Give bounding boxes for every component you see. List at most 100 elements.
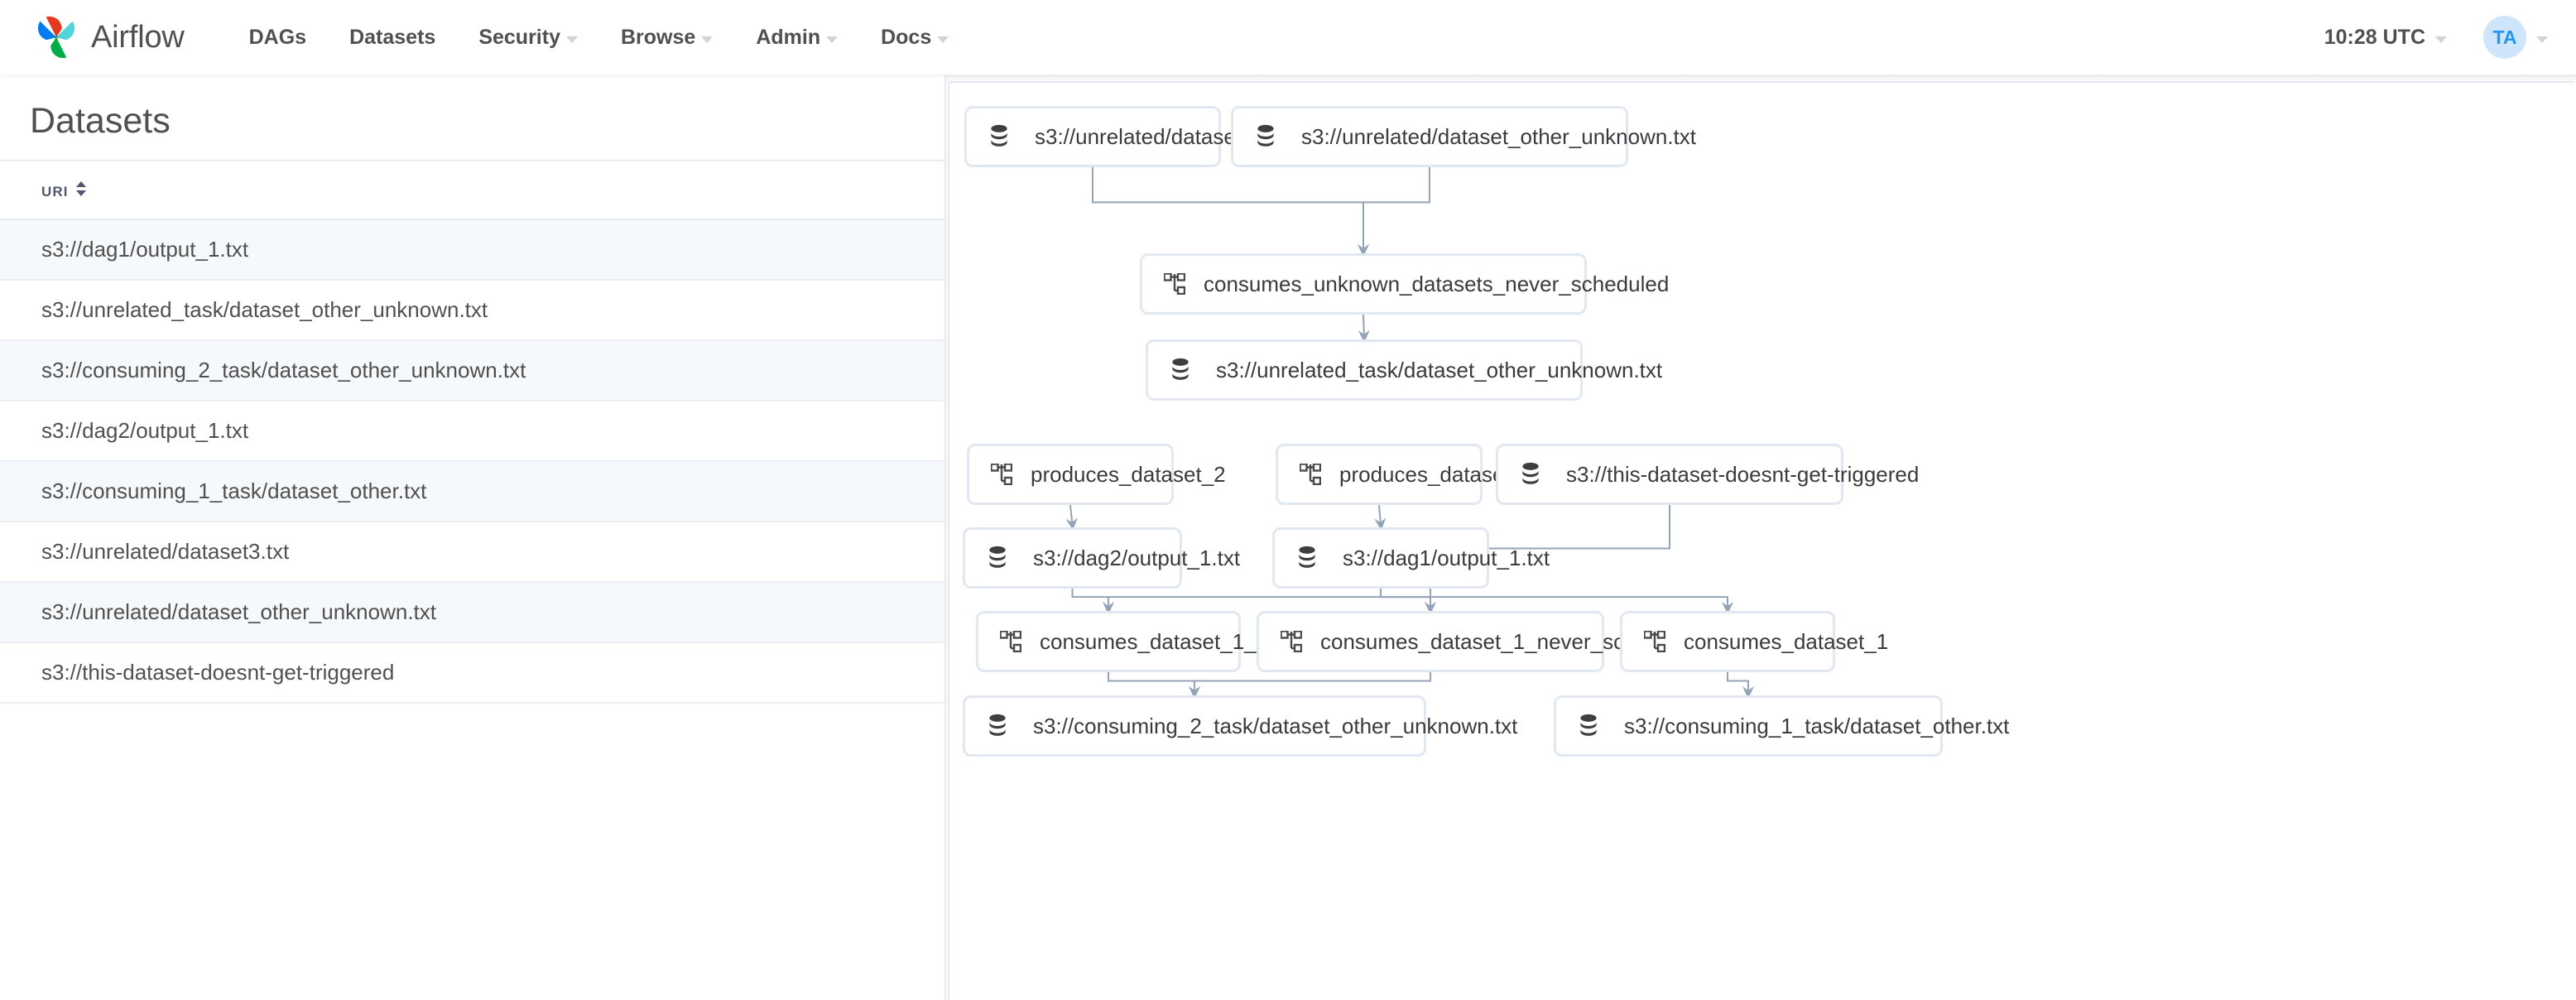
nav-links: DAGs Datasets Security Browse Admin Docs xyxy=(228,26,971,50)
brand-logo-link[interactable]: Airflow xyxy=(33,14,185,60)
dag-node[interactable]: produces_dataset_1 xyxy=(1276,444,1535,505)
chevron-down-icon xyxy=(937,36,949,43)
nav-item-docs[interactable]: Docs xyxy=(859,26,970,50)
chevron-down-icon xyxy=(701,36,714,43)
nav-item-datasets[interactable]: Datasets xyxy=(328,26,457,50)
node-label: s3://consuming_1_task/dataset_other.txt xyxy=(1624,713,2010,738)
nav-item-admin-label: Admin xyxy=(756,25,821,49)
dag-node[interactable]: consumes_dataset_1_never_scheduled xyxy=(1257,611,1701,672)
node-label: s3://dag2/output_1.txt xyxy=(1033,545,1241,570)
graph-edge xyxy=(1358,167,1430,257)
dataset-icon xyxy=(989,546,1006,568)
dag-icon xyxy=(1644,631,1665,652)
graph-edge xyxy=(1374,504,1387,531)
node-label: consumes_unknown_datasets_never_schedule… xyxy=(1204,271,1670,296)
nav-item-datasets-label: Datasets xyxy=(349,25,436,49)
dataset-node[interactable]: s3://unrelated_task/dataset_other_unknow… xyxy=(1146,339,1662,401)
avatar: TA xyxy=(2483,16,2526,59)
nav-item-browse-label: Browse xyxy=(621,25,696,49)
table-row[interactable]: s3://this-dataset-doesnt-get-triggered xyxy=(0,642,944,704)
graph-edge xyxy=(1727,672,1754,699)
node-label: produces_dataset_2 xyxy=(1031,461,1226,487)
nav-item-security[interactable]: Security xyxy=(457,26,599,50)
nav-item-browse[interactable]: Browse xyxy=(599,26,734,50)
dag-node[interactable]: produces_dataset_2 xyxy=(967,444,1226,505)
dag-icon xyxy=(1281,631,1302,652)
table-row[interactable]: s3://unrelated/dataset_other_unknown.txt xyxy=(0,582,944,643)
dataset-node[interactable]: s3://dag2/output_1.txt xyxy=(963,527,1240,589)
dag-icon xyxy=(991,464,1012,485)
graph-edge xyxy=(1103,589,1382,614)
nav-item-dags-label: DAGs xyxy=(248,25,307,49)
dataset-uri-cell[interactable]: s3://consuming_1_task/dataset_other.txt xyxy=(0,461,944,522)
dataset-node[interactable]: s3://unrelated/dataset_other_unknown.txt xyxy=(1231,106,1696,167)
dataset-node[interactable]: s3://consuming_1_task/dataset_other.txt xyxy=(1554,695,2009,757)
graph-edge xyxy=(1380,589,1436,614)
dataset-icon xyxy=(1299,546,1315,568)
graph-edge xyxy=(1092,167,1369,257)
node-label: s3://unrelated/dataset_other_unknown.txt xyxy=(1301,123,1696,149)
node-label: s3://dag1/output_1.txt xyxy=(1343,545,1550,570)
nav-item-dags[interactable]: DAGs xyxy=(228,26,328,50)
user-menu[interactable]: TA xyxy=(2483,16,2548,59)
graph-edge xyxy=(1189,672,1431,699)
dataset-node[interactable]: s3://dag1/output_1.txt xyxy=(1272,527,1550,589)
table-row[interactable]: s3://unrelated_task/dataset_other_unknow… xyxy=(0,280,944,341)
dag-node[interactable]: consumes_dataset_1 xyxy=(1620,611,1888,672)
graph-edge xyxy=(1358,314,1370,343)
column-header-uri-label: URI xyxy=(41,184,69,200)
dataset-uri-cell[interactable]: s3://dag1/output_1.txt xyxy=(0,219,944,281)
sort-icon[interactable] xyxy=(75,180,87,197)
dataset-graph-pane[interactable]: s3://unrelated/dataset3.txt s3://unrelate… xyxy=(948,81,2574,1000)
navbar-right: 10:28 UTC TA xyxy=(2324,16,2548,59)
dataset-uri-cell[interactable]: s3://unrelated/dataset3.txt xyxy=(0,522,944,583)
nav-item-security-label: Security xyxy=(478,25,560,49)
table-row[interactable]: s3://unrelated/dataset3.txt xyxy=(0,522,944,583)
dataset-node[interactable]: s3://unrelated/dataset3.txt xyxy=(964,106,1282,167)
column-header-uri[interactable]: URI xyxy=(0,160,944,220)
dataset-node[interactable]: s3://consuming_2_task/dataset_other_unkn… xyxy=(963,695,1517,757)
airflow-pinwheel-icon xyxy=(38,16,74,59)
dag-node[interactable]: consumes_dataset_1_and_2 xyxy=(976,611,1316,672)
graph-edge xyxy=(1380,589,1733,614)
timezone-selector[interactable]: 10:28 UTC xyxy=(2324,26,2447,50)
dag-node[interactable]: consumes_unknown_datasets_never_schedule… xyxy=(1140,253,1669,315)
node-label: s3://unrelated_task/dataset_other_unknow… xyxy=(1216,357,1663,382)
page-title: Datasets xyxy=(30,101,171,141)
dataset-uri-cell[interactable]: s3://unrelated/dataset_other_unknown.txt xyxy=(0,582,944,643)
table-row[interactable]: s3://consuming_1_task/dataset_other.txt xyxy=(0,461,944,522)
dataset-uri-cell[interactable]: s3://this-dataset-doesnt-get-triggered xyxy=(0,642,944,704)
dataset-icon xyxy=(1522,462,1539,484)
chevron-down-icon xyxy=(2435,36,2447,43)
chevron-down-icon xyxy=(2536,36,2548,43)
dataset-uri-cell[interactable]: s3://consuming_2_task/dataset_other_unkn… xyxy=(0,340,944,401)
graph-canvas[interactable]: s3://unrelated/dataset3.txt s3://unrelate… xyxy=(949,83,2574,1000)
dataset-icon xyxy=(989,714,1006,736)
graph-edges xyxy=(1065,167,1754,699)
graph-edge xyxy=(1065,504,1078,531)
graph-edge xyxy=(1071,589,1114,614)
nav-item-admin[interactable]: Admin xyxy=(734,26,859,50)
chevron-down-icon xyxy=(826,36,839,43)
top-navbar: Airflow DAGs Datasets Security Browse Ad… xyxy=(0,0,2576,75)
dataset-icon xyxy=(991,124,1007,147)
chevron-down-icon xyxy=(566,36,578,43)
nav-item-docs-label: Docs xyxy=(881,25,932,49)
dataset-icon xyxy=(1172,358,1189,380)
node-label: consumes_dataset_1 xyxy=(1684,628,1889,654)
table-header-row: URI xyxy=(0,160,944,220)
dataset-uri-cell[interactable]: s3://unrelated_task/dataset_other_unknow… xyxy=(0,280,944,341)
dataset-uri-cell[interactable]: s3://dag2/output_1.txt xyxy=(0,401,944,462)
table-row[interactable]: s3://consuming_2_task/dataset_other_unkn… xyxy=(0,340,944,401)
dataset-node[interactable]: s3://this-dataset-doesnt-get-triggered xyxy=(1496,444,1919,505)
datasets-table-head: URI xyxy=(0,160,944,220)
node-label: s3://this-dataset-doesnt-get-triggered xyxy=(1566,461,1920,487)
dataset-icon xyxy=(1257,124,1274,147)
table-row[interactable]: s3://dag2/output_1.txt xyxy=(0,401,944,462)
graph-edge xyxy=(1108,672,1200,699)
dag-icon xyxy=(1164,273,1185,295)
table-row[interactable]: s3://dag1/output_1.txt xyxy=(0,219,944,281)
